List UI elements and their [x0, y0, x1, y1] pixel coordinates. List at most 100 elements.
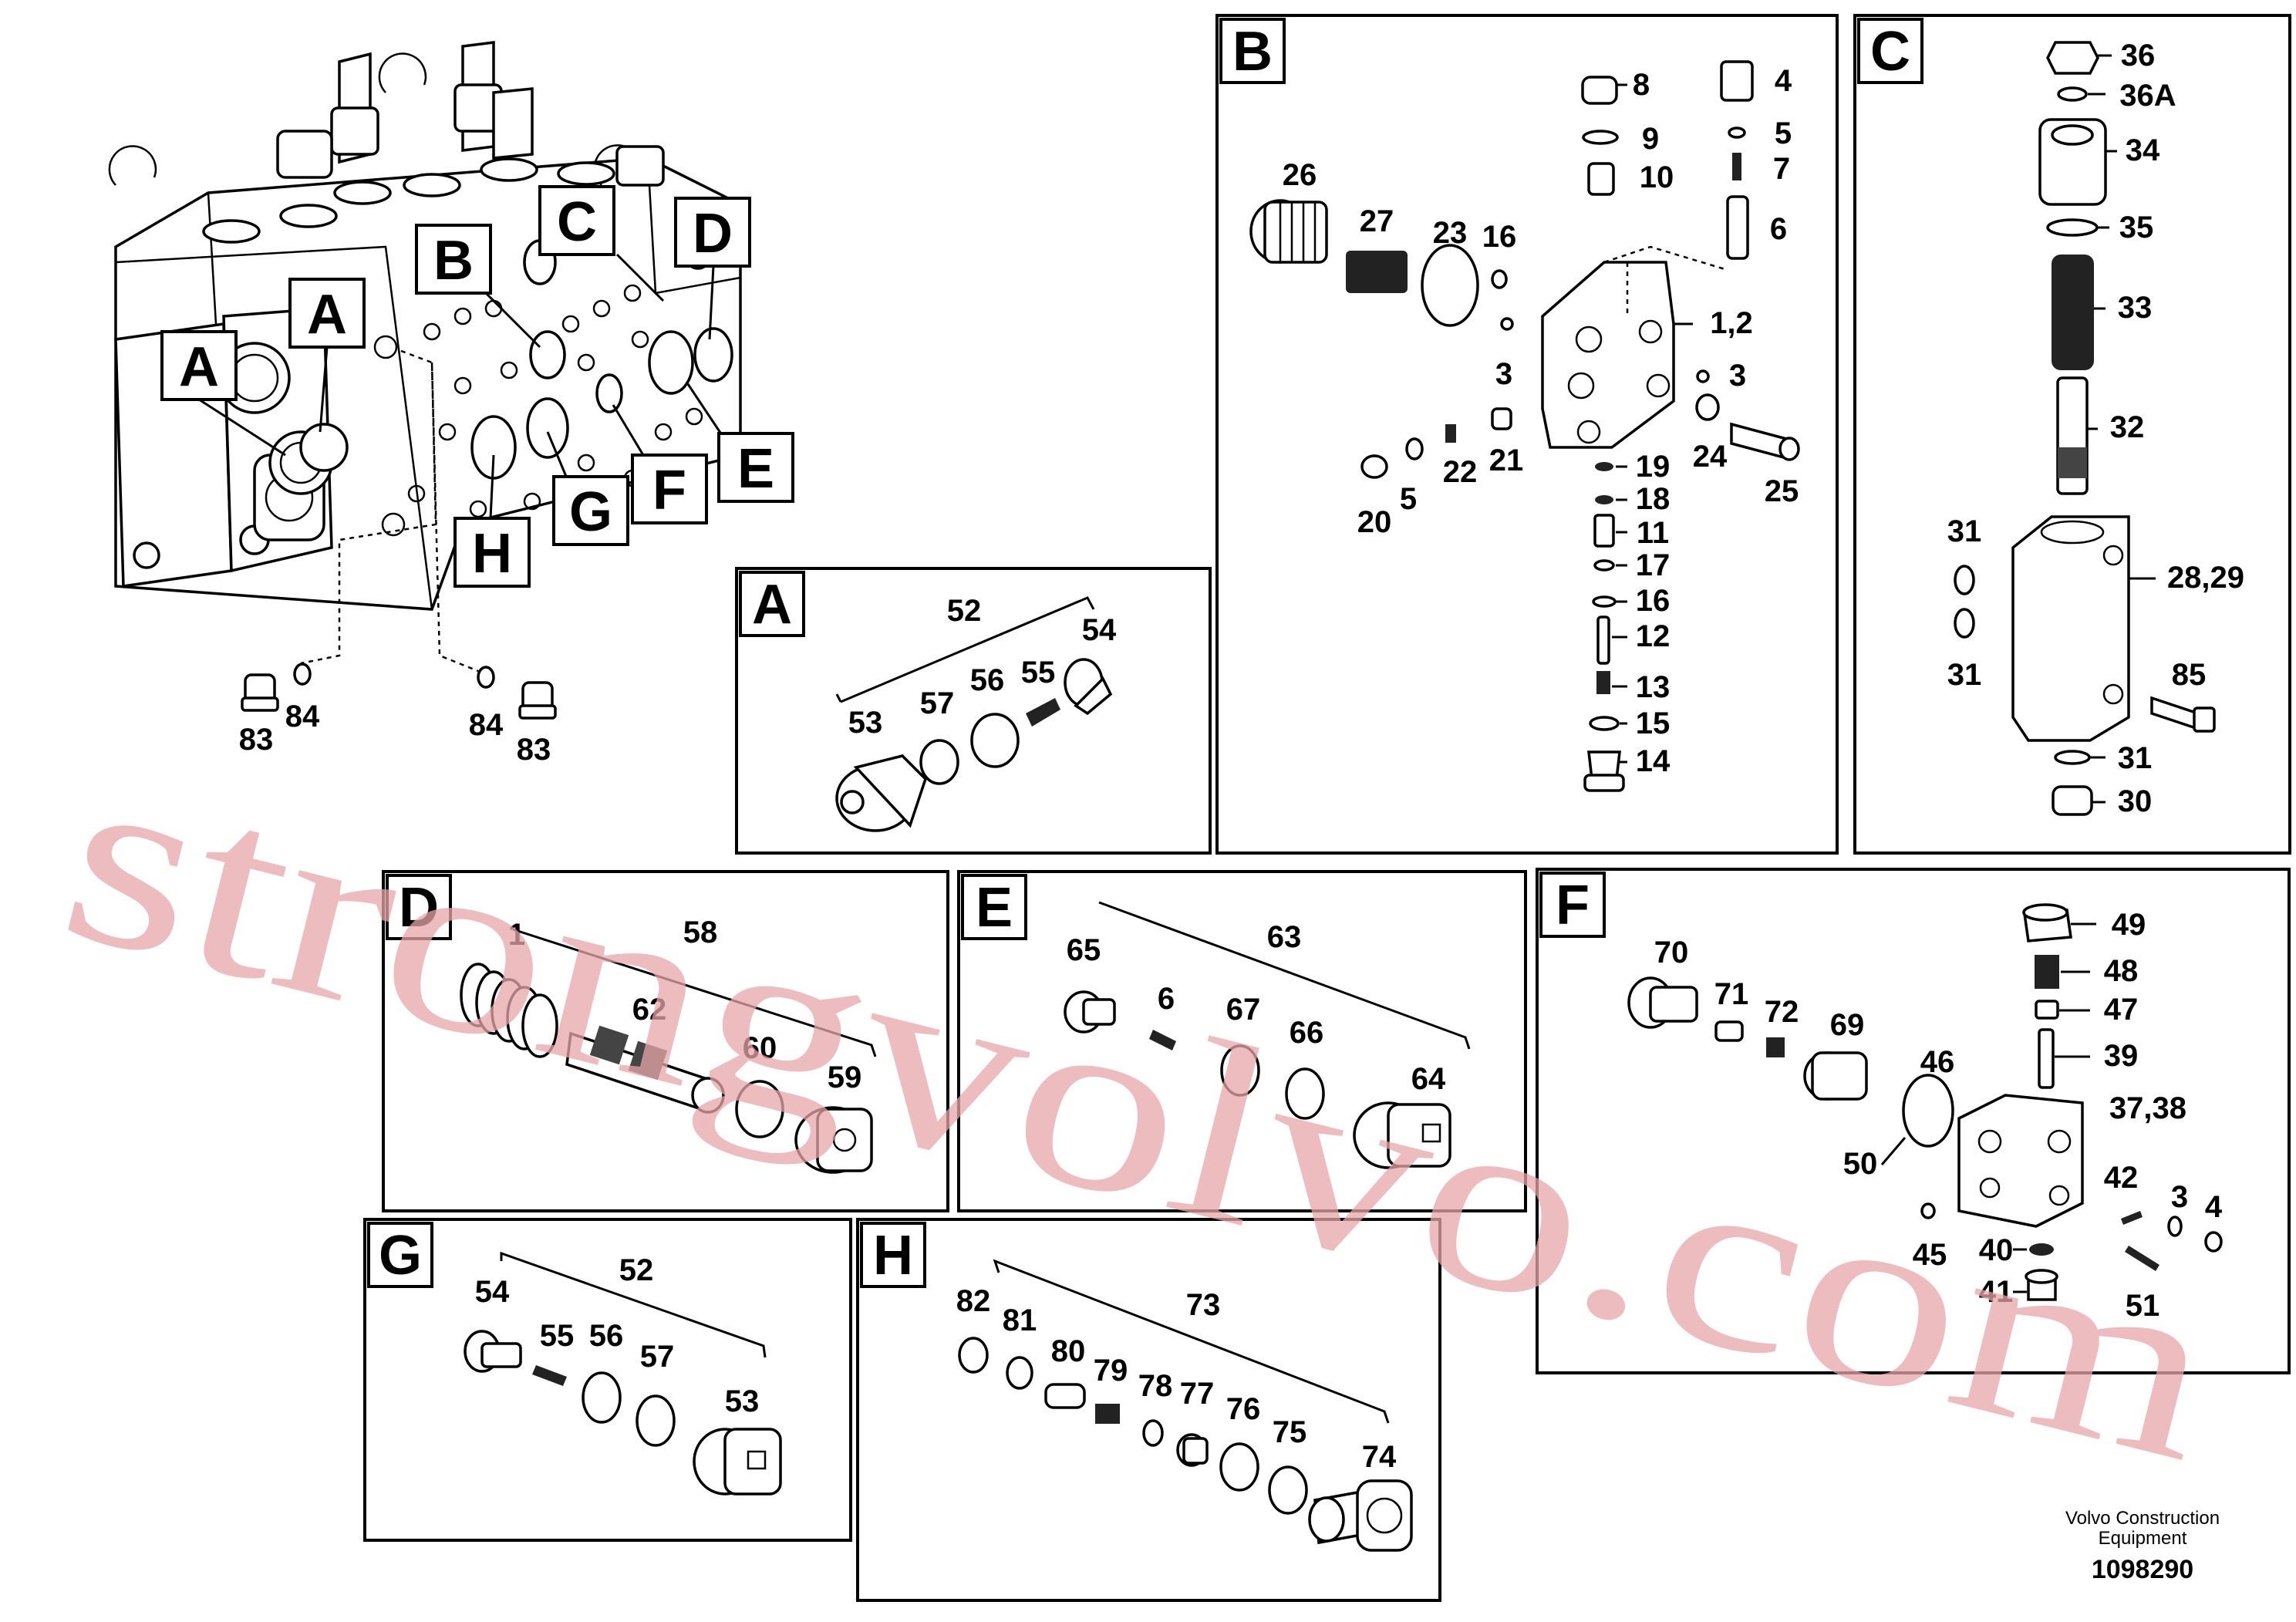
svg-text:23: 23 [1433, 216, 1468, 250]
part-31a [1954, 565, 1975, 595]
svg-text:E: E [737, 438, 774, 500]
panel-b: B 8 9 10 4 5 7 6 26 27 23 16 3 [1215, 14, 1839, 855]
svg-text:A: A [179, 336, 219, 398]
marker-e [717, 432, 794, 503]
svg-text:19: 19 [1636, 450, 1671, 484]
svg-text:25: 25 [1765, 474, 1799, 508]
svg-text:27: 27 [1360, 204, 1394, 238]
svg-text:78: 78 [1138, 1369, 1173, 1403]
svg-text:12: 12 [1636, 619, 1671, 653]
svg-text:16: 16 [1636, 584, 1671, 618]
svg-text:6: 6 [1158, 982, 1175, 1016]
svg-text:65: 65 [1067, 933, 1101, 967]
svg-text:16: 16 [1482, 220, 1517, 254]
svg-text:14: 14 [1636, 744, 1671, 778]
svg-text:67: 67 [1226, 993, 1261, 1027]
panel-g-letter: G [379, 1225, 422, 1286]
part-8 [1581, 76, 1618, 105]
svg-text:69: 69 [1830, 1008, 1865, 1042]
panel-d-letter: D [399, 877, 439, 939]
svg-text:4: 4 [1775, 64, 1792, 98]
svg-text:53: 53 [848, 706, 883, 740]
svg-text:57: 57 [640, 1340, 675, 1374]
part-24 [1695, 393, 1720, 421]
svg-text:84: 84 [285, 700, 320, 733]
svg-text:6: 6 [1770, 212, 1787, 246]
part-72 [1766, 1037, 1785, 1057]
marker-a-left [160, 330, 238, 401]
part-5a [1728, 126, 1746, 139]
svg-text:D: D [693, 203, 733, 265]
svg-text:33: 33 [2118, 291, 2153, 325]
svg-text:10: 10 [1640, 160, 1674, 194]
svg-text:32: 32 [2110, 410, 2145, 444]
svg-text:34: 34 [2126, 133, 2160, 167]
part-76 [1219, 1442, 1259, 1492]
svg-text:36: 36 [2121, 39, 2156, 73]
part-21 [1491, 407, 1512, 430]
part-61-spring [460, 963, 558, 1058]
part-33 [2052, 255, 2094, 370]
svg-text:56: 56 [589, 1319, 624, 1353]
part-31c [2054, 750, 2091, 765]
svg-text:85: 85 [2172, 658, 2207, 692]
svg-text:47: 47 [2104, 993, 2139, 1027]
part-81 [1006, 1356, 1033, 1390]
svg-text:30: 30 [2118, 784, 2153, 818]
panel-a: A 52 53 57 56 55 54 [735, 567, 1212, 855]
svg-text:31: 31 [1947, 514, 1982, 548]
part-28-29-body [2011, 515, 2130, 742]
part-4 [1720, 60, 1754, 102]
svg-text:28,29: 28,29 [2167, 561, 2244, 595]
marker-g [552, 475, 629, 546]
overview-markers: A A B C D E F G H [160, 185, 794, 588]
svg-text:52: 52 [947, 594, 982, 628]
svg-text:1,2: 1,2 [1710, 306, 1753, 340]
svg-text:51: 51 [2126, 1289, 2160, 1323]
part-9 [1582, 130, 1619, 145]
panel-c: C 36 36A 34 35 33 32 31 31 28,29 85 31 [1853, 14, 2291, 855]
part-75 [1268, 1465, 1308, 1515]
svg-text:40: 40 [1979, 1233, 2014, 1267]
svg-text:54: 54 [1082, 613, 1117, 647]
part-39 [2038, 1028, 2055, 1089]
part-35 [2046, 218, 2099, 237]
svg-text:83: 83 [239, 723, 274, 757]
svg-text:49: 49 [2112, 908, 2146, 942]
part-66 [1285, 1067, 1325, 1120]
part-51 [2125, 1246, 2159, 1271]
svg-text:3: 3 [1729, 359, 1746, 393]
panel-f-letter: F [1556, 875, 1590, 936]
svg-text:A: A [307, 284, 347, 346]
overview-plugs: 83 84 84 83 [239, 663, 557, 767]
svg-text:55: 55 [1021, 656, 1056, 690]
svg-text:83: 83 [517, 733, 551, 767]
footer-company-2: Equipment [2099, 1528, 2187, 1549]
svg-text:35: 35 [2119, 211, 2154, 244]
panel-d: D 58 1 62 60 59 [382, 870, 949, 1212]
svg-text:54: 54 [475, 1275, 510, 1309]
marker-c [538, 185, 615, 256]
part-60 [735, 1080, 784, 1138]
part-55-g [532, 1365, 567, 1386]
svg-text:74: 74 [1362, 1440, 1397, 1474]
panel-h: H 73 82 81 80 79 78 77 76 75 74 [856, 1218, 1441, 1602]
svg-text:71: 71 [1714, 977, 1749, 1011]
svg-text:5: 5 [1400, 482, 1417, 516]
part-36a [2057, 86, 2088, 102]
svg-text:75: 75 [1273, 1415, 1307, 1449]
oring-84-right [477, 666, 495, 689]
part-10 [1587, 162, 1615, 196]
part-31b [1954, 608, 1975, 639]
svg-text:8: 8 [1633, 68, 1650, 102]
svg-text:7: 7 [1773, 152, 1790, 186]
svg-text:45: 45 [1913, 1238, 1947, 1272]
svg-text:B: B [433, 230, 474, 292]
svg-text:5: 5 [1775, 116, 1792, 150]
panel-h-letter: H [873, 1225, 913, 1286]
part-85 [2150, 696, 2200, 731]
svg-text:15: 15 [1636, 706, 1671, 740]
panel-b-letter: B [1232, 21, 1273, 83]
svg-text:18: 18 [1636, 482, 1671, 516]
svg-text:55: 55 [540, 1319, 575, 1353]
